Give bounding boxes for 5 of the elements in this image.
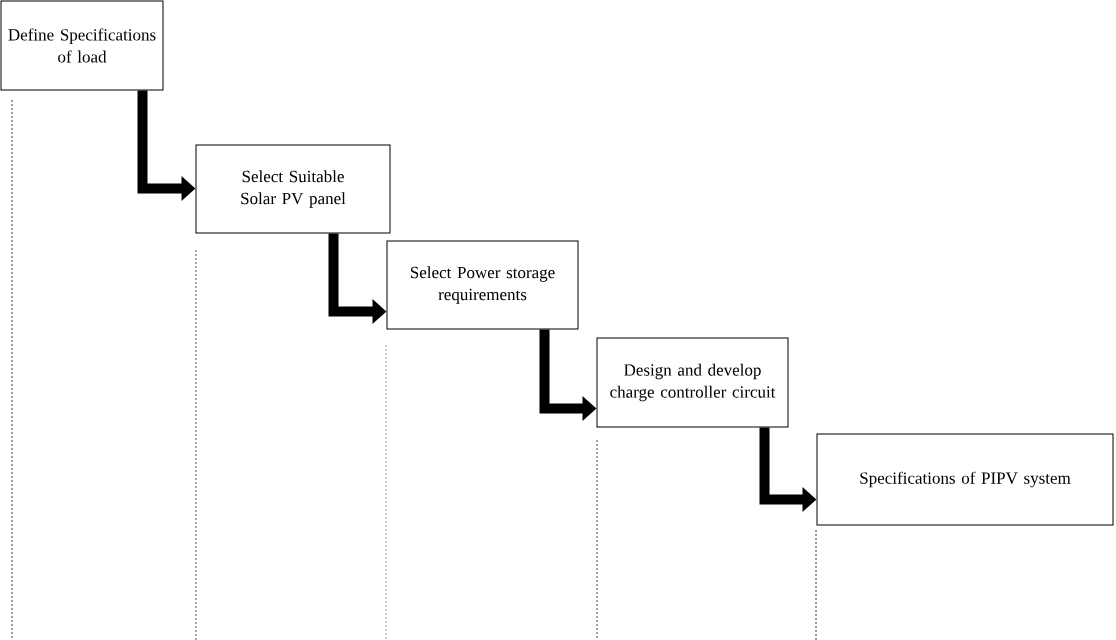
process-box: Select Power storage requirements bbox=[386, 240, 579, 330]
process-box: Select Suitable Solar PV panel bbox=[195, 144, 391, 234]
process-box: Design and develop charge controller circuit bbox=[596, 337, 789, 428]
process-box: Specifications of PIPV system bbox=[816, 433, 1114, 526]
process-box: Define Specifications of load bbox=[0, 0, 164, 91]
